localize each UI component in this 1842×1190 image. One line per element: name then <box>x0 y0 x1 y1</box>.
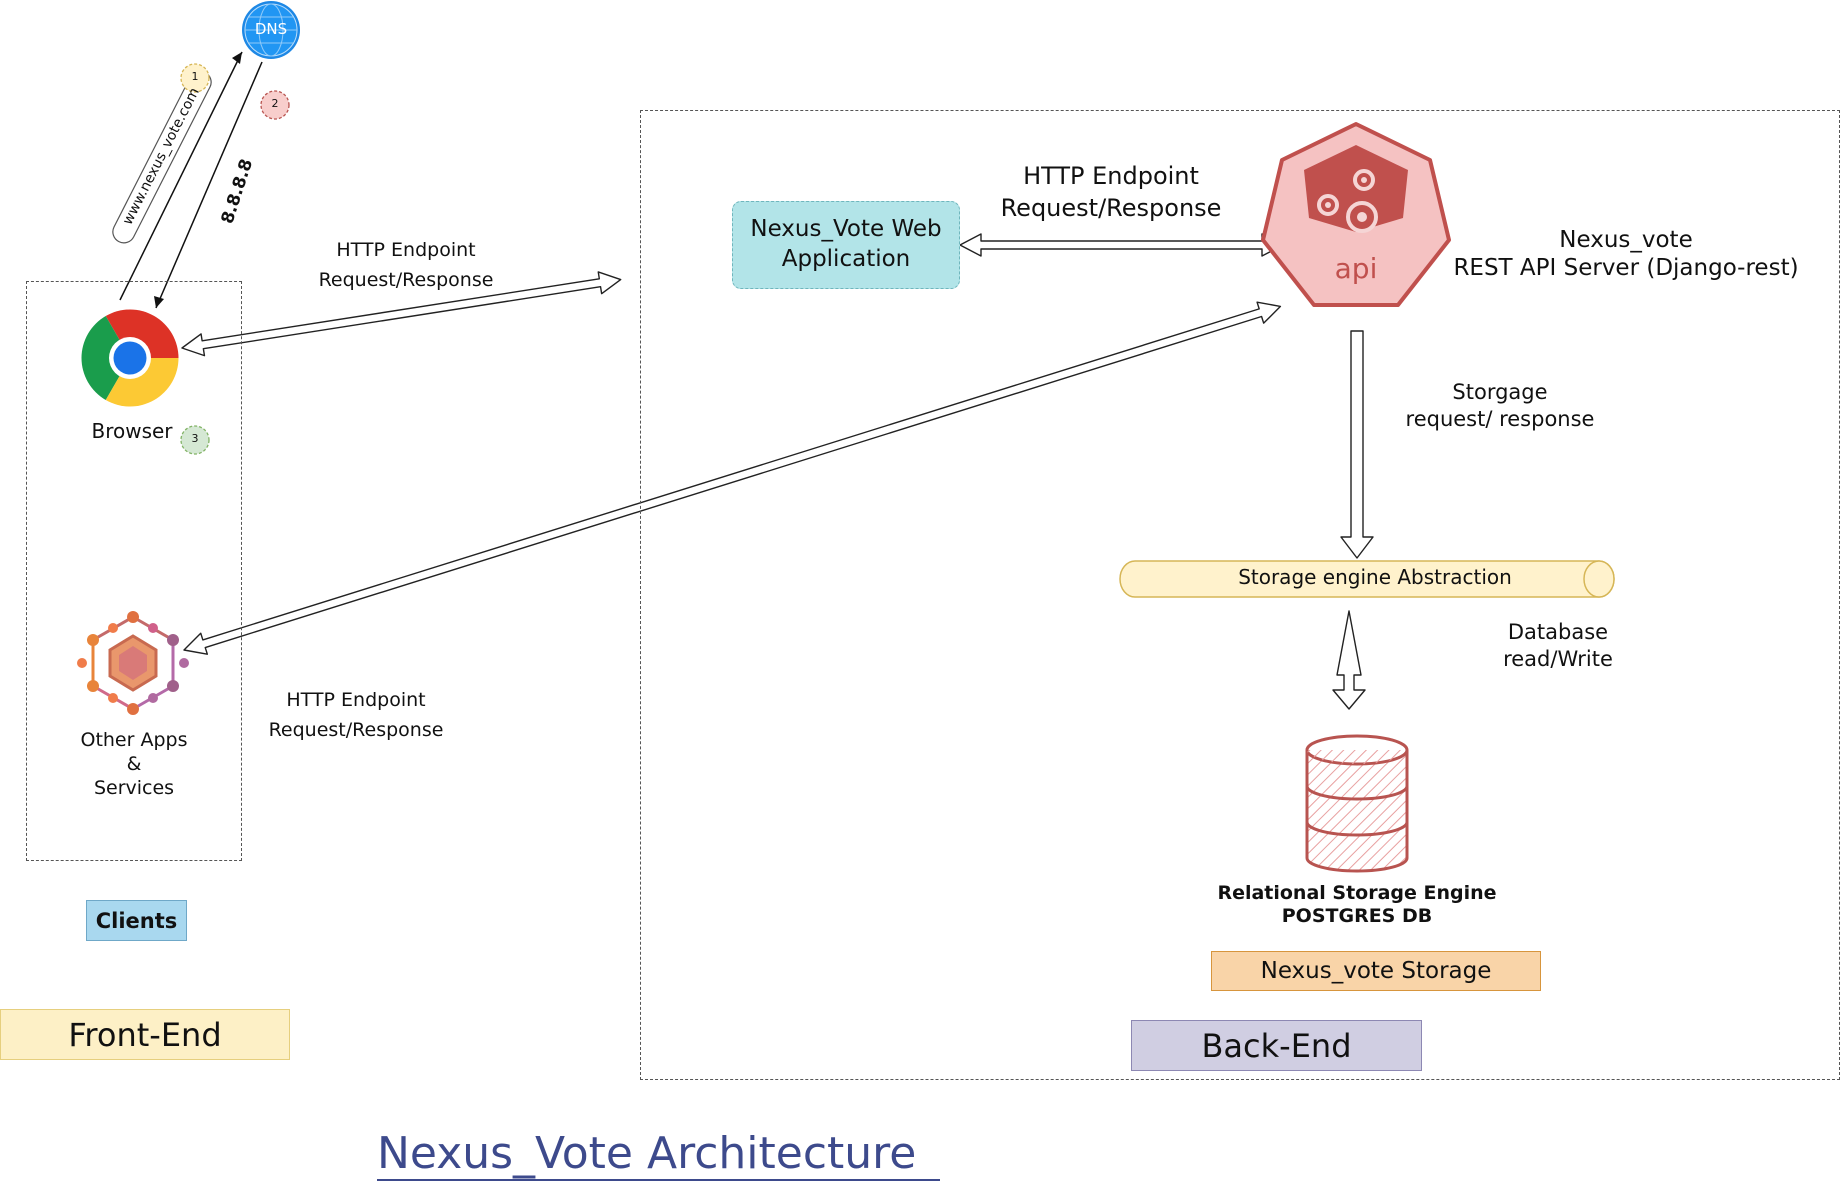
step-1-label: 1 <box>191 70 199 83</box>
api-server-label-2: REST API Server (Django-rest) <box>1453 254 1799 281</box>
database-label: Relational Storage Engine POSTGRES DB <box>1197 882 1517 928</box>
api-icon-label: api <box>1334 252 1378 285</box>
browser-icon <box>81 309 179 407</box>
step-3-label: 3 <box>191 432 199 445</box>
edge-browser-webapp-label-1: HTTP Endpoint <box>336 239 476 261</box>
clients-group-box <box>26 281 242 861</box>
step-3-badge <box>180 425 210 455</box>
dns-query-arrowhead <box>232 52 242 64</box>
edge-storage-db-label-1: Database <box>1507 620 1609 644</box>
other-apps-label-3: Services <box>93 777 175 800</box>
edge-api-storage-label-2: request/ response <box>1405 407 1595 432</box>
database-label-2: POSTGRES DB <box>1281 904 1433 927</box>
api-server-icon <box>1261 122 1451 307</box>
web-application-label-2: Application <box>781 246 911 272</box>
step-2-label: 2 <box>271 97 279 110</box>
step-2-badge <box>260 90 290 120</box>
dns-answer-arrowhead <box>154 296 164 308</box>
dns-answer-line <box>155 61 263 309</box>
step-1-badge <box>180 63 210 93</box>
edge-webapp-api-label-2: Request/Response <box>1000 194 1222 223</box>
web-application-node: Nexus_Vote Web Application <box>732 201 960 289</box>
edge-apps-api-label: HTTP Endpoint Request/Response <box>256 685 456 746</box>
storage-abstraction-label: Storage engine Abstraction <box>1238 565 1512 589</box>
edge-storage-db-label: Database read/Write <box>1468 619 1648 674</box>
clients-group-label: Clients <box>86 900 187 941</box>
storage-abstraction-shape <box>1119 560 1615 598</box>
edge-webapp-api-label-1: HTTP Endpoint <box>1023 162 1199 190</box>
diagram-title-text: Nexus_Vote Architecture <box>377 1128 941 1181</box>
dns-icon <box>242 1 300 59</box>
api-server-label-1: Nexus_vote <box>1559 227 1693 253</box>
edge-api-storage-label: Storgage request/ response <box>1380 379 1620 434</box>
front-end-label: Front-End <box>0 1009 290 1060</box>
other-apps-label: Other Apps & Services <box>64 728 204 800</box>
arrow-api-storage <box>1340 330 1374 559</box>
database-icon <box>1305 734 1409 873</box>
edge-browser-webapp-label-2: Request/Response <box>318 269 494 292</box>
api-server-label: Nexus_vote REST API Server (Django-rest) <box>1446 227 1806 282</box>
dns-query-line <box>119 51 243 301</box>
edge-browser-webapp-label: HTTP Endpoint Request/Response <box>306 235 506 296</box>
other-apps-icon <box>77 611 189 715</box>
browser-label: Browser <box>91 419 173 443</box>
edge-storage-db-label-2: read/Write <box>1503 647 1613 672</box>
arrow-storage-db <box>1332 610 1366 710</box>
nexus-vote-storage-label: Nexus_vote Storage <box>1211 951 1541 991</box>
back-end-label: Back-End <box>1131 1020 1422 1071</box>
back-end-group-box <box>640 110 1840 1080</box>
edge-webapp-api-label: HTTP Endpoint Request/Response <box>986 160 1236 225</box>
database-label-1: Relational Storage Engine <box>1217 882 1497 904</box>
edge-apps-api-label-2: Request/Response <box>268 719 444 742</box>
other-apps-label-1: Other Apps <box>80 729 188 751</box>
other-apps-label-2: & <box>126 753 142 776</box>
web-application-label-1: Nexus_Vote Web <box>750 216 942 243</box>
edge-apps-api-label-1: HTTP Endpoint <box>286 689 426 711</box>
diagram-title: Nexus_Vote Architecture <box>377 1126 967 1181</box>
dns-label: DNS <box>254 20 288 38</box>
arrow-apps-api <box>183 301 1282 655</box>
arrow-browser-webapp <box>181 271 622 357</box>
edge-api-storage-label-1: Storgage <box>1452 380 1548 404</box>
